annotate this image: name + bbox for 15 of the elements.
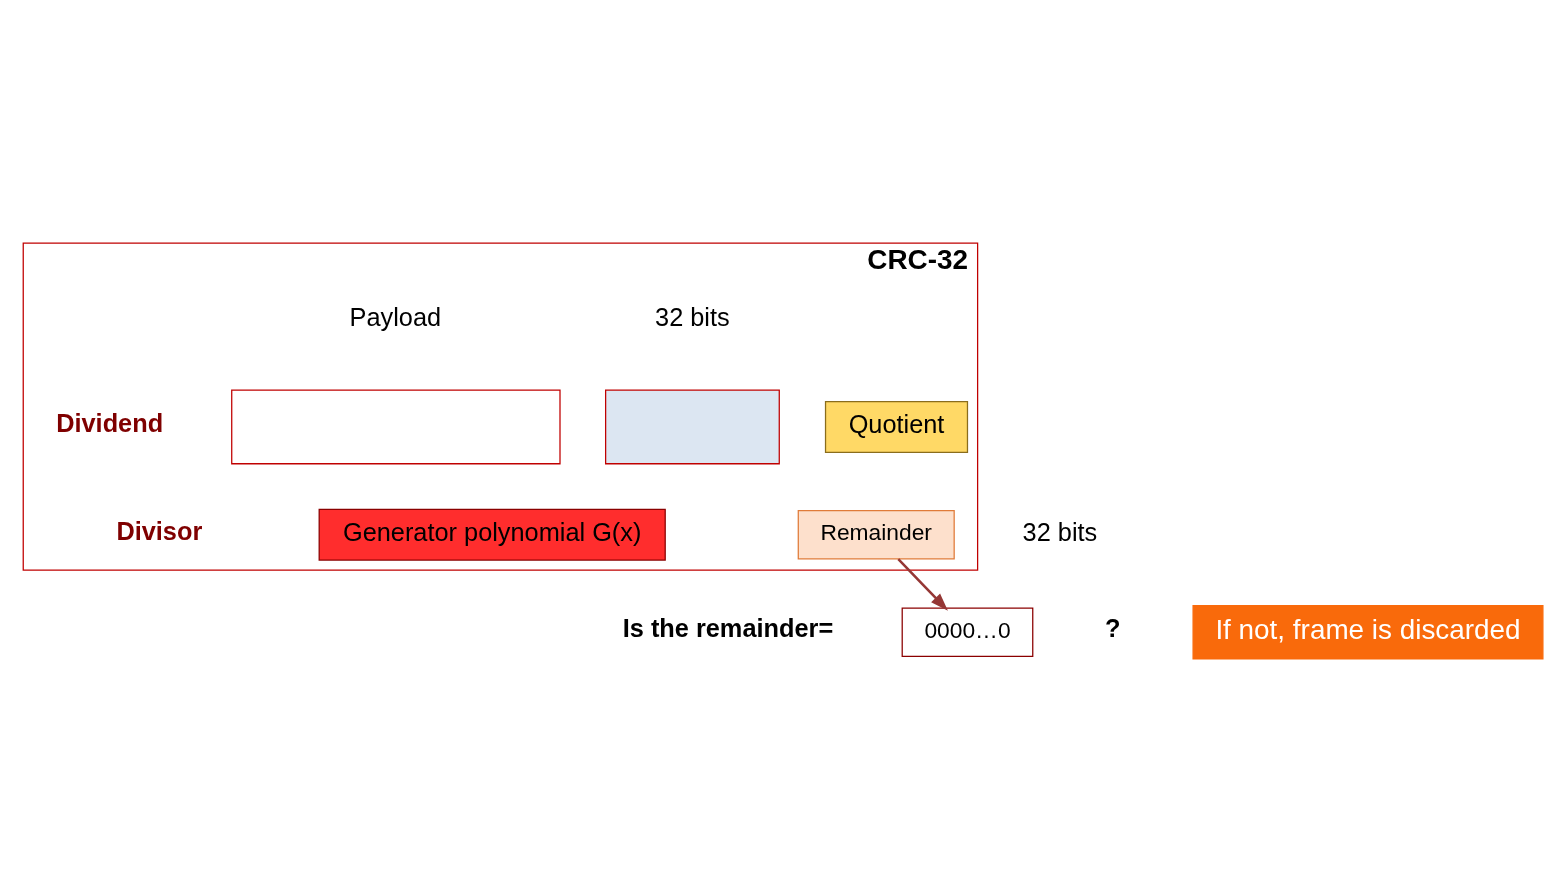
- node-box: Generator polynomial G(x): [318, 508, 666, 561]
- node-box: Quotient: [824, 400, 969, 453]
- node-box: [605, 389, 780, 464]
- arrow: [897, 557, 948, 611]
- node-box: 0000…0: [901, 607, 1034, 657]
- node-box: [231, 389, 561, 464]
- label: Payload: [349, 302, 442, 331]
- node-box: Remainder: [797, 509, 955, 559]
- label: ?: [1105, 613, 1121, 642]
- label: 32 bits: [1022, 517, 1098, 546]
- label: Divisor: [116, 516, 203, 545]
- label: Is the remainder=: [622, 613, 834, 642]
- node-box: If not, frame is discarded: [1192, 604, 1544, 660]
- label: 32 bits: [655, 302, 730, 331]
- label: Dividend: [56, 408, 164, 437]
